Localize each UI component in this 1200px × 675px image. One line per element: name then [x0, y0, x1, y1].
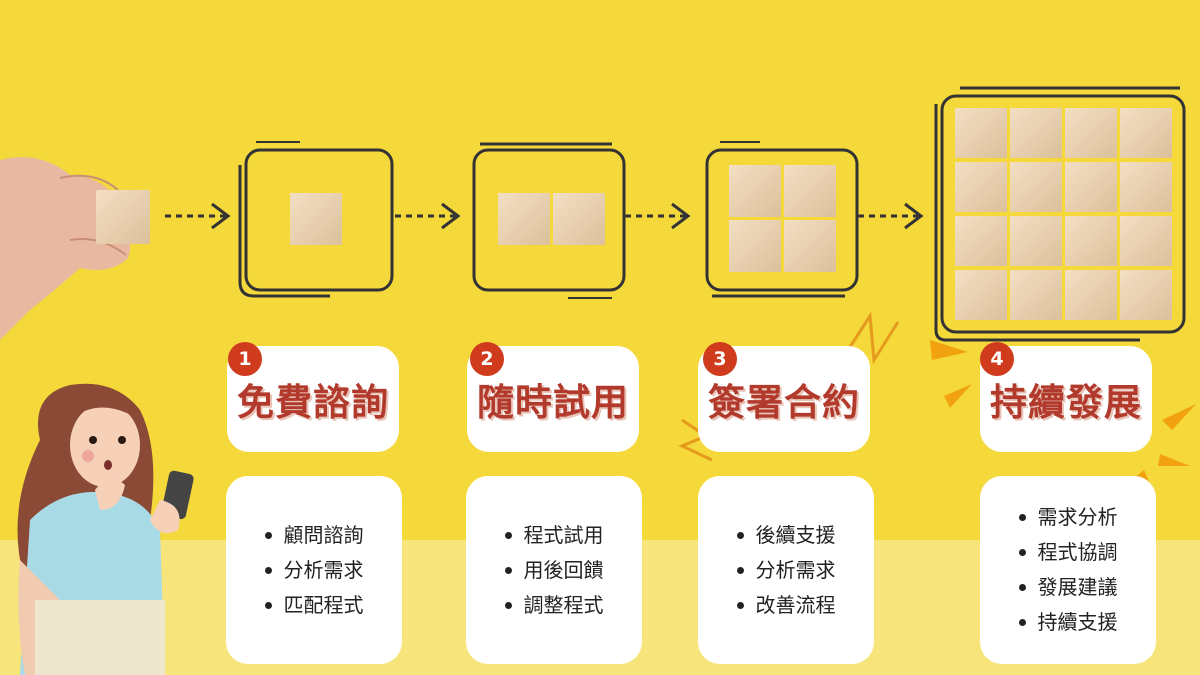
list-item: 匹配程式	[265, 588, 364, 623]
step-4-title: 持續發展	[990, 380, 1142, 424]
step-2-list: 程式試用 用後回饋 調整程式	[505, 518, 604, 623]
step-1-list: 顧問諮詢 分析需求 匹配程式	[265, 518, 364, 623]
cube-single	[96, 190, 150, 244]
arrow-icon	[165, 202, 924, 230]
list-item: 分析需求	[737, 553, 836, 588]
step-2-number-badge: 2	[470, 342, 504, 376]
list-item: 改善流程	[737, 588, 836, 623]
step-3-title-card: 簽署合約	[698, 346, 870, 452]
cube-step-3a	[729, 165, 781, 217]
list-item: 調整程式	[505, 588, 604, 623]
hand-illustration	[0, 157, 131, 340]
list-item: 顧問諮詢	[265, 518, 364, 553]
cube-step-2b	[553, 193, 605, 245]
cube-step-2a	[498, 193, 550, 245]
step-3-detail-card: 後續支援 分析需求 改善流程	[698, 476, 874, 664]
step-3-list: 後續支援 分析需求 改善流程	[737, 518, 836, 623]
step-4-detail-card: 需求分析 程式協調 發展建議 持續支援	[980, 476, 1156, 664]
frame-step-1	[238, 141, 394, 298]
cube-step-3b	[784, 165, 836, 217]
list-item: 持續支援	[1019, 605, 1118, 640]
step-2-detail-card: 程式試用 用後回饋 調整程式	[466, 476, 642, 664]
frame-step-3	[705, 141, 859, 298]
step-1-number-badge: 1	[228, 342, 262, 376]
step-3-number-badge: 3	[703, 342, 737, 376]
cube-step-1	[290, 193, 342, 245]
cube-grid-step-4	[955, 108, 1172, 320]
step-4-list: 需求分析 程式協調 發展建議 持續支援	[1019, 500, 1118, 640]
step-2-title: 隨時試用	[477, 380, 629, 424]
list-item: 需求分析	[1019, 500, 1118, 535]
list-item: 程式協調	[1019, 535, 1118, 570]
cube-step-3d	[784, 220, 836, 272]
list-item: 程式試用	[505, 518, 604, 553]
woman-illustration	[17, 383, 194, 675]
list-item: 用後回饋	[505, 553, 604, 588]
list-item: 發展建議	[1019, 570, 1118, 605]
step-1-detail-card: 顧問諮詢 分析需求 匹配程式	[226, 476, 402, 664]
frame-step-2	[472, 142, 626, 299]
step-3-title: 簽署合約	[708, 380, 860, 424]
cube-step-3c	[729, 220, 781, 272]
sparkle-icon	[678, 311, 900, 462]
step-4-title-card: 持續發展	[980, 346, 1152, 452]
step-4-number-badge: 4	[980, 342, 1014, 376]
step-1-title: 免費諮詢	[237, 380, 389, 424]
list-item: 後續支援	[737, 518, 836, 553]
list-item: 分析需求	[265, 553, 364, 588]
frame-step-4	[934, 86, 1186, 342]
